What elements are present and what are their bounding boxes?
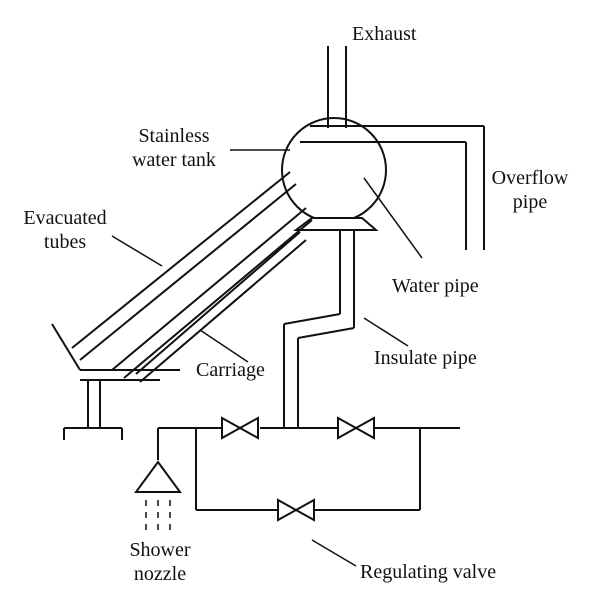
insulate-pipe-body [283, 230, 355, 428]
label-exhaust: Exhaust [352, 23, 417, 45]
label-stainless-line1: Stainless [138, 125, 210, 147]
label-carriage: Carriage [196, 359, 265, 381]
valve-2 [337, 416, 375, 440]
label-shower-nozzle: Shower nozzle [112, 538, 208, 586]
overflow-pipe [465, 126, 485, 250]
shower-nozzle-symbol [134, 460, 182, 493]
label-regulating-valve: Regulating valve [360, 561, 497, 583]
label-shower-line1: Shower [129, 539, 191, 561]
shower-spray [145, 500, 171, 530]
label-overflow-line1: Overflow [491, 167, 569, 189]
exhaust-pipe [327, 46, 347, 128]
label-stainless-line2: water tank [132, 149, 216, 171]
tank-support [293, 217, 379, 231]
bypass-loop [195, 428, 421, 511]
tube-bracket [51, 323, 180, 440]
evacuated-tubes [71, 171, 313, 383]
stainless-water-tank [281, 117, 387, 223]
label-overflow-line2: pipe [512, 191, 548, 213]
label-evacuated-line2: tubes [43, 231, 87, 253]
label-shower-line2: nozzle [133, 563, 187, 585]
valve-1 [221, 416, 259, 440]
label-evacuated-line1: Evacuated [23, 207, 107, 229]
leader-lines [111, 149, 423, 567]
label-overflow-pipe: Overflow pipe [482, 166, 578, 214]
tank-inner-pipes [300, 125, 484, 143]
regulating-valve-symbol [277, 498, 315, 522]
main-pipe [157, 427, 460, 460]
label-insulate-pipe: Insulate pipe [374, 347, 477, 369]
label-evacuated-tubes: Evacuated tubes [10, 206, 120, 254]
label-stainless-water-tank: Stainless water tank [120, 124, 228, 172]
label-water-pipe: Water pipe [392, 275, 479, 297]
